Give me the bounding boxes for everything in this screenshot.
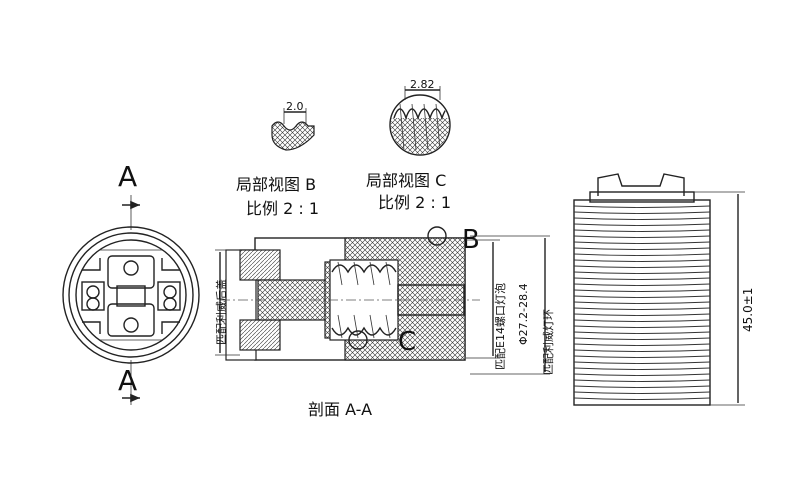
thread-line: [573, 229, 711, 232]
detail-c: 2.82 局部视图 C 比例 2 : 1: [366, 78, 451, 212]
thread-line: [573, 205, 711, 208]
thread-line: [573, 301, 711, 304]
note-lamp-ring: 匹配利威灯环: [542, 309, 555, 375]
detail-b-scale: 比例 2 : 1: [246, 199, 319, 218]
thread-line: [573, 313, 711, 316]
thread-line: [573, 235, 711, 238]
detail-c-scale: 比例 2 : 1: [378, 193, 451, 212]
section-view: B C 匹配利威后盖 匹配E14螺口灯泡 Φ27.2-28.4 匹配利威灯环 剖…: [214, 225, 555, 419]
thread-line: [573, 295, 711, 298]
thread-line: [573, 241, 711, 244]
callout-c: C: [398, 327, 416, 357]
thread-line: [573, 247, 711, 250]
thread-line: [573, 397, 711, 400]
thread-line: [573, 217, 711, 220]
section-mark-bottom: A: [118, 364, 137, 397]
thread-line: [573, 259, 711, 262]
thread-line: [573, 331, 711, 334]
height-dimension: 45.0±1: [741, 288, 755, 332]
thread-line: [573, 283, 711, 286]
thread-line: [573, 319, 711, 322]
diameter-dimension: Φ27.2-28.4: [517, 283, 530, 345]
note-rear-cover: 匹配利威后盖: [214, 279, 228, 345]
side-view: 45.0±1: [573, 173, 755, 406]
thread-line: [573, 367, 711, 370]
section-caption: 剖面 A-A: [308, 400, 372, 419]
detail-b: 2.0 局部视图 B 比例 2 : 1: [236, 100, 319, 218]
thread-line: [573, 385, 711, 388]
note-bulb: 匹配E14螺口灯泡: [493, 283, 507, 370]
front-view: A A: [62, 160, 200, 405]
thread-line: [573, 277, 711, 280]
detail-b-dimension: 2.0: [286, 100, 304, 113]
thread-line: [573, 307, 711, 310]
thread-line: [573, 265, 711, 268]
thread-line: [573, 325, 711, 328]
thread-line: [573, 361, 711, 364]
thread-line: [573, 337, 711, 340]
thread-line: [573, 289, 711, 292]
section-mark-top: A: [118, 160, 137, 193]
thread-line: [573, 271, 711, 274]
thread-line: [573, 355, 711, 358]
thread-line: [573, 211, 711, 214]
thread-line: [573, 343, 711, 346]
thread-lines: [573, 205, 711, 400]
thread-line: [573, 349, 711, 352]
detail-b-title: 局部视图 B: [236, 175, 316, 194]
thread-line: [573, 253, 711, 256]
thread-line: [573, 373, 711, 376]
thread-line: [573, 379, 711, 382]
thread-line: [573, 223, 711, 226]
thread-line: [573, 391, 711, 394]
detail-c-title: 局部视图 C: [366, 171, 446, 190]
detail-c-dimension: 2.82: [410, 78, 435, 91]
